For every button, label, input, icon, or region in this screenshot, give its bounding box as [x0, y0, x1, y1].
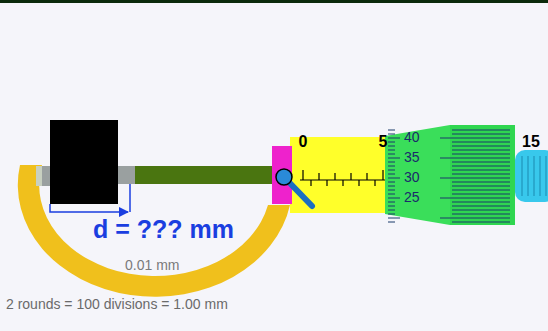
sleeve-scale — [300, 170, 390, 186]
ratchet-knurl — [522, 156, 546, 196]
thimble-scale — [388, 130, 510, 222]
scale-number: 5 — [379, 134, 388, 150]
anvil-face — [36, 166, 42, 186]
scale-number: 0 — [299, 134, 308, 150]
scale-note: 2 rounds = 100 divisions = 1.00 mm — [6, 297, 228, 311]
measurement-label: d = ??? mm — [93, 217, 234, 242]
lock-block — [272, 146, 292, 204]
thimble-number: 30 — [404, 170, 420, 184]
thimble-number: 25 — [404, 190, 420, 204]
thimble-cone — [385, 125, 450, 225]
ratchet — [515, 150, 548, 202]
lock-knob — [276, 169, 292, 185]
scale-number: 15 — [522, 134, 540, 150]
spindle — [135, 166, 275, 184]
dimension-line — [129, 184, 131, 212]
top-border — [0, 0, 548, 3]
thimble — [450, 125, 515, 225]
anvil — [36, 166, 52, 186]
thimble-number: 35 — [404, 150, 420, 164]
dimension-line — [50, 204, 128, 212]
resolution-note: 0.01 mm — [125, 258, 179, 272]
measured-object — [50, 120, 118, 204]
gap — [118, 166, 135, 184]
thimble-number: 40 — [404, 130, 420, 144]
